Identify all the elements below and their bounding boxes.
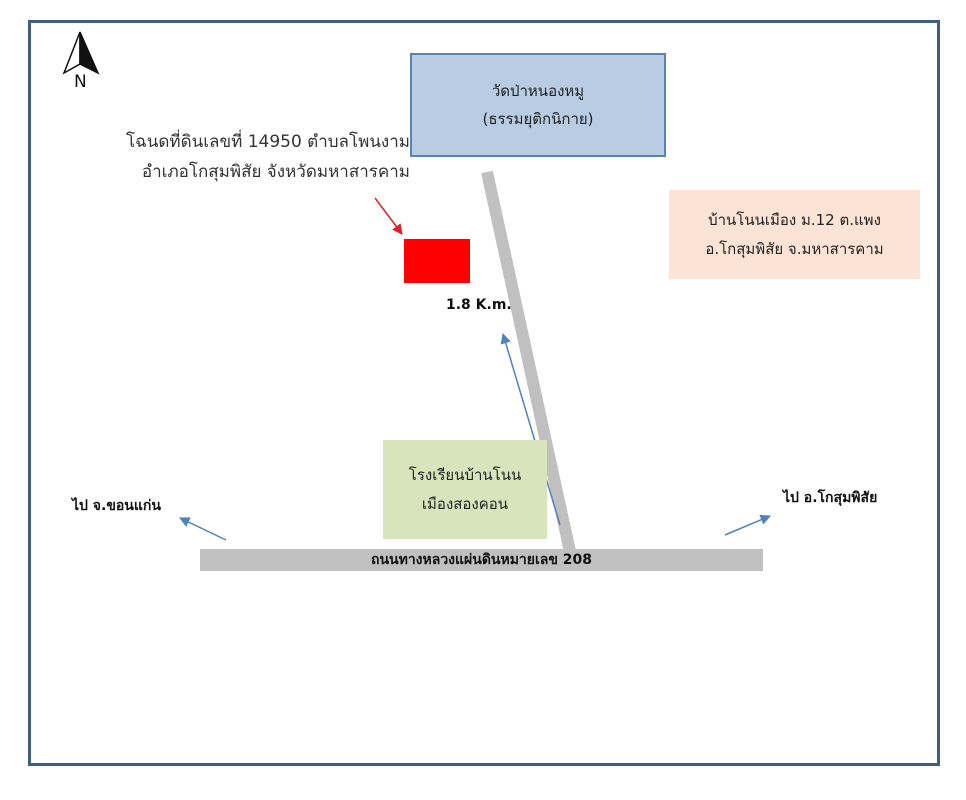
parcel-marker-icon: [404, 239, 470, 283]
village-box: บ้านโนนเมือง ม.12 ต.แพง อ.โกสุมพิสัย จ.ม…: [669, 190, 920, 279]
side-road: [481, 170, 577, 558]
north-label: N: [74, 72, 87, 92]
temple-name: วัดป่าหนองหมู: [491, 81, 585, 100]
highway-label: ถนนทางหลวงแผ่นดินหมายเลข 208: [370, 552, 593, 568]
left-direction-arrow: [179, 517, 227, 541]
right-direction-arrow: [724, 514, 771, 536]
deed-label: โฉนดที่ดินเลขที่ 14950 ตำบลโพนงาม อำเภอโ…: [80, 128, 410, 188]
village-line-2: อ.โกสุมพิสัย จ.มหาสารคาม: [705, 239, 884, 258]
deed-line-2: อำเภอโกสุมพิสัย จังหวัดมหาสารคาม: [141, 161, 410, 182]
school-line-2: เมืองสองคอน: [421, 494, 509, 513]
parcel-pointer-arrow: [374, 197, 403, 235]
temple-box: วัดป่าหนองหมู (ธรรมยุติกนิกาย): [410, 53, 666, 157]
highway-road: [200, 549, 763, 571]
to-kosum-phisai-label: ไป อ.โกสุมพิสัย: [783, 490, 878, 506]
temple-sect: (ธรรมยุติกนิกาย): [482, 110, 594, 128]
village-line-1: บ้านโนนเมือง ม.12 ต.แพง: [708, 211, 881, 229]
north-arrow-icon: [62, 31, 100, 75]
school-box: โรงเรียนบ้านโนน เมืองสองคอน: [383, 440, 547, 539]
deed-line-1: โฉนดที่ดินเลขที่ 14950 ตำบลโพนงาม: [126, 132, 410, 152]
distance-arrow: [500, 332, 561, 526]
to-khon-kaen-label: ไป จ.ขอนแก่น: [72, 498, 161, 514]
distance-label: 1.8 K.m.: [446, 297, 512, 313]
school-line-1: โรงเรียนบ้านโนน: [408, 466, 522, 484]
